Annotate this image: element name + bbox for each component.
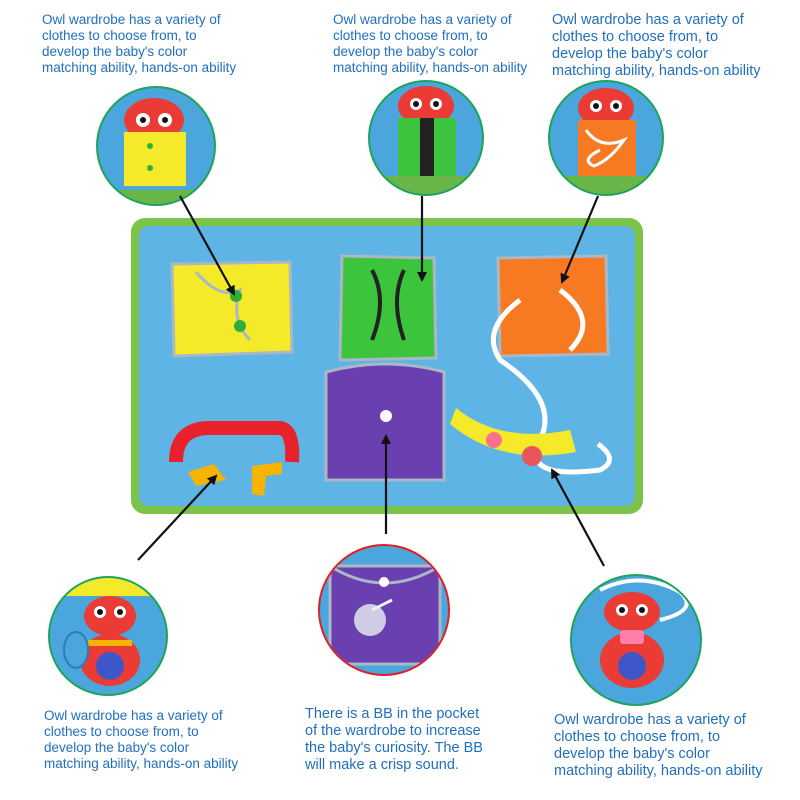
busy-board-mat — [131, 218, 643, 514]
green-vest — [338, 254, 438, 362]
yellow-vest — [170, 260, 294, 358]
caption-top-right: Owl wardrobe has a variety of clothes to… — [552, 12, 761, 79]
arrow-strap — [551, 468, 605, 567]
caption-bottom-left: Owl wardrobe has a variety of clothes to… — [44, 708, 239, 771]
owl-yellow-circle — [96, 86, 216, 206]
owl-orange-circle — [548, 80, 664, 196]
caption-bottom-right: Owl wardrobe has a variety of clothes to… — [554, 712, 763, 779]
caption-bottom-center: There is a BB in the pocket of the wardr… — [305, 706, 483, 773]
arrow-orange-vest — [560, 195, 600, 284]
pointer-arrows — [137, 195, 605, 567]
caption-top-left: Owl wardrobe has a variety of clothes to… — [42, 12, 237, 75]
owl-lacing-circle — [570, 574, 702, 706]
owl-green-circle — [368, 80, 484, 196]
caption-top-center: Owl wardrobe has a variety of clothes to… — [333, 12, 528, 75]
arrow-yellow-vest — [179, 195, 235, 296]
pocket-closeup-circle — [318, 544, 450, 676]
yellow-strap — [450, 408, 576, 466]
owl-buckle-circle — [48, 576, 168, 696]
arrow-buckle — [137, 474, 218, 561]
purple-pocket — [324, 362, 446, 482]
